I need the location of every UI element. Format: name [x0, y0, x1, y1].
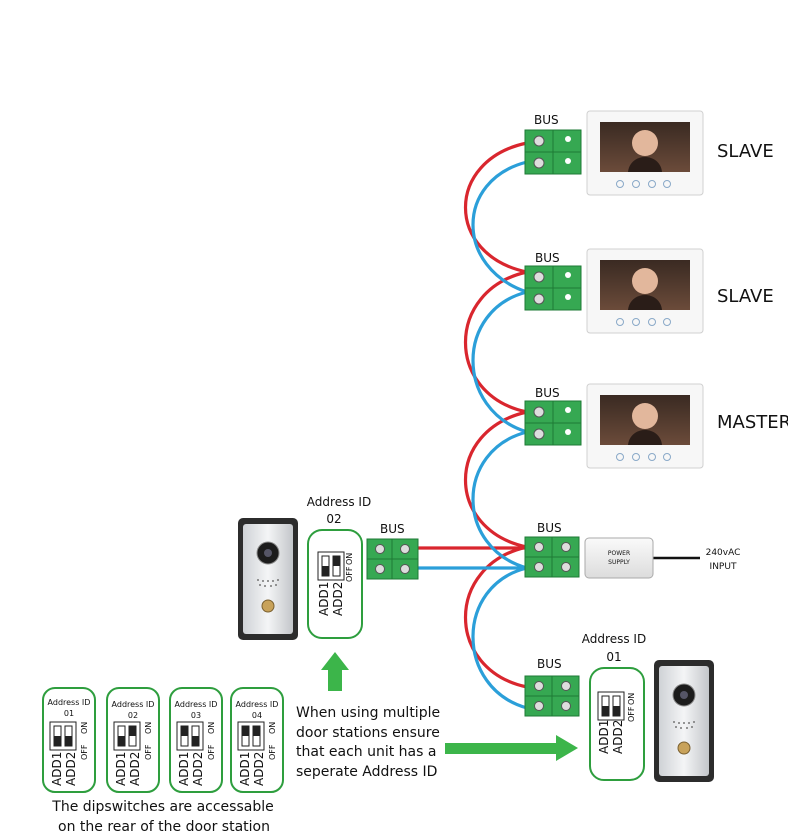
address-card-04 [230, 687, 284, 793]
wire-blue-4 [471, 566, 528, 710]
address-card-02-text: Address ID 02 ADD1 ADD2 OFF ON [112, 700, 155, 786]
door-station-lower [654, 660, 714, 782]
address-card-03-value: 03 [191, 711, 201, 720]
dip-card-lower [589, 667, 645, 781]
address-card-03-title: Address ID [175, 700, 218, 709]
address-card-03 [169, 687, 223, 793]
wire-blue-2 [471, 290, 528, 434]
address-card-01 [42, 687, 96, 793]
address-card-03-text: Address ID 03 ADD1 ADD2 OFF ON [175, 700, 218, 786]
dip-add2-lower: ADD2 [611, 720, 625, 754]
dip-on-lower: ON [627, 693, 636, 705]
address-card-03-off: OFF [207, 744, 216, 760]
address-card-04-add2: ADD2 [252, 752, 266, 786]
address-card-04-text: Address ID 04 ADD1 ADD2 OFF ON [236, 700, 279, 786]
address-card-04-on: ON [268, 722, 277, 734]
dip-off-upper: OFF [345, 566, 354, 582]
caption-line-2: on the rear of the door station [58, 819, 270, 835]
mains-input-line1: 240vAC [706, 548, 741, 558]
dip-on-upper: ON [345, 553, 354, 565]
terminal-monitor-1 [524, 129, 582, 175]
address-card-01-add2: ADD2 [64, 752, 78, 786]
psu-label-line1: POWER [608, 550, 630, 557]
bus-label-monitor-2: BUS [535, 251, 560, 265]
wire-red-4 [464, 545, 528, 689]
address-card-03-on: ON [207, 722, 216, 734]
terminal-door-lower [524, 675, 580, 717]
address-card-02-value: 02 [128, 711, 138, 720]
address-card-02-title: Address ID [112, 700, 155, 709]
role-label-monitor-1: SLAVE [717, 141, 774, 162]
address-card-04-title: Address ID [236, 700, 279, 709]
power-supply-unit [584, 537, 654, 579]
dip-add2-upper: ADD2 [331, 582, 345, 616]
bus-wires [416, 141, 700, 710]
dip-off-lower: OFF [627, 706, 636, 722]
bus-label-power: BUS [537, 521, 562, 535]
address-card-02-add1: ADD1 [114, 752, 128, 786]
address-card-04-add1: ADD1 [238, 752, 252, 786]
address-card-02-off: OFF [144, 744, 153, 760]
terminal-door-upper [366, 538, 419, 580]
role-label-monitor-3: MASTER [717, 412, 788, 433]
bus-label-monitor-3: BUS [535, 386, 560, 400]
bus-label-monitor-1: BUS [534, 113, 559, 127]
terminal-monitor-3 [524, 400, 582, 446]
address-card-01-value: 01 [64, 709, 74, 718]
terminal-monitor-2 [524, 265, 582, 311]
address-title-lower: Address ID [582, 632, 646, 646]
address-card-01-on: ON [80, 722, 89, 734]
note-text: When using multiple door stations ensure… [296, 705, 440, 780]
note-line-2: door stations ensure [296, 725, 440, 741]
address-card-01-text: Address ID 01 ADD1 ADD2 OFF ON [48, 698, 91, 786]
address-title-upper: Address ID [307, 495, 371, 509]
wire-red-3 [464, 410, 528, 549]
monitor-master [586, 383, 704, 469]
wire-blue-3 [471, 430, 528, 570]
door-station-upper [238, 518, 298, 640]
wire-red-2 [464, 270, 528, 414]
caption-line-1: The dipswitches are accessable [51, 799, 273, 815]
note-line-3: that each unit has a [296, 744, 436, 760]
caption-text: The dipswitches are accessable on the re… [51, 799, 273, 835]
address-card-04-value: 04 [252, 711, 262, 720]
address-card-03-add1: ADD1 [177, 752, 191, 786]
address-card-01-title: Address ID [48, 698, 91, 707]
address-card-02 [106, 687, 160, 793]
dip-labels-lower: ADD1 ADD2 OFF ON [597, 693, 636, 754]
arrow-right [445, 735, 578, 761]
monitor-slave-2 [586, 248, 704, 334]
wire-red-1 [464, 141, 528, 274]
dip-labels-upper: ADD1 ADD2 OFF ON [317, 553, 354, 616]
psu-label-line2: SUPPLY [608, 559, 630, 566]
address-value-lower: 01 [606, 650, 621, 664]
terminal-power-supply [524, 536, 580, 578]
address-card-02-on: ON [144, 722, 153, 734]
address-card-01-off: OFF [80, 744, 89, 760]
address-card-02-add2: ADD2 [128, 752, 142, 786]
arrow-up [321, 652, 349, 691]
note-line-1: When using multiple [296, 705, 440, 721]
note-line-4: seperate Address ID [296, 764, 437, 780]
address-card-03-add2: ADD2 [191, 752, 205, 786]
mains-input-line2: INPUT [710, 562, 737, 572]
address-card-01-add1: ADD1 [50, 752, 64, 786]
role-label-monitor-2: SLAVE [717, 286, 774, 307]
dip-add1-lower: ADD1 [597, 720, 611, 754]
dip-card-upper [307, 529, 363, 639]
monitor-slave-1 [586, 110, 704, 196]
dip-add1-upper: ADD1 [317, 582, 331, 616]
bus-label-door-lower: BUS [537, 657, 562, 671]
bus-label-door-upper: BUS [380, 522, 405, 536]
address-value-upper: 02 [326, 512, 341, 526]
wire-blue-1 [471, 160, 528, 294]
address-card-04-off: OFF [268, 744, 277, 760]
